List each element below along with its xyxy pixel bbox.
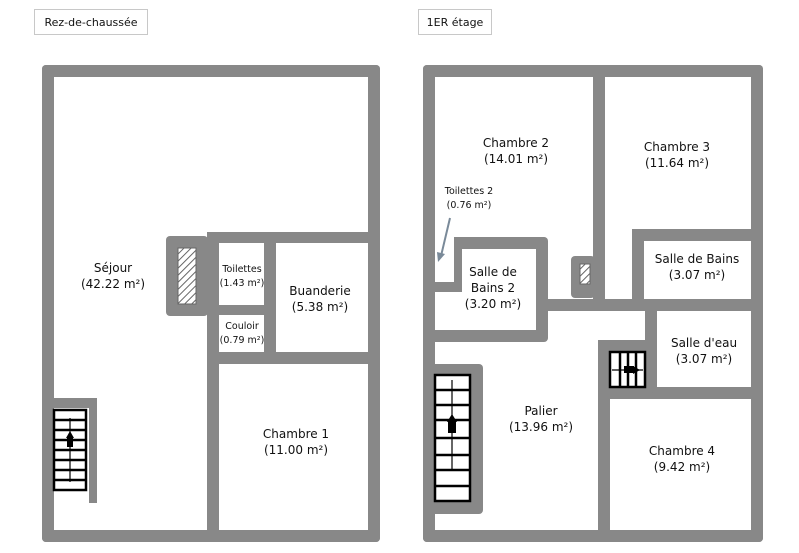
gf-wall-inner-top bbox=[207, 232, 373, 243]
room-palier-area: (13.96 m²) bbox=[509, 420, 573, 434]
room-chambre2-name: Chambre 2 bbox=[483, 136, 549, 150]
room-chambre3-name: Chambre 3 bbox=[644, 140, 710, 154]
room-sdb2-name: Salle de bbox=[469, 265, 517, 279]
room-sejour-name: Séjour bbox=[94, 261, 132, 275]
toilettes2-arrow bbox=[437, 217, 451, 262]
ground-floor-title: Rez-de-chaussée bbox=[34, 9, 148, 35]
ff-wall-sdb2-right bbox=[536, 237, 548, 341]
gf-wall-couloir-bottom bbox=[207, 352, 373, 364]
ff-wall-ch3-bottom bbox=[632, 229, 760, 241]
gf-staircase bbox=[52, 408, 88, 492]
room-toilettes-name: Toilettes bbox=[221, 264, 261, 275]
room-couloir-area: (0.79 m²) bbox=[220, 335, 265, 346]
ff-duct-hatch bbox=[579, 263, 591, 285]
gf-wall-right bbox=[368, 65, 380, 542]
room-sdb-name: Salle de Bains bbox=[655, 252, 739, 266]
room-chambre1-area: (11.00 m²) bbox=[264, 443, 328, 457]
gf-stair-alcove-right bbox=[89, 398, 97, 503]
ff-wall-sdb2-top bbox=[458, 237, 547, 249]
ff-wall-sdb2-left bbox=[454, 237, 462, 287]
ff-wall-toilet2-bottom bbox=[423, 282, 462, 292]
room-sdb2-name-line2: Bains 2 bbox=[471, 281, 515, 295]
room-couloir-name: Couloir bbox=[225, 321, 259, 332]
room-toilettes-area: (1.43 m²) bbox=[220, 278, 265, 289]
room-sde-area: (3.07 m²) bbox=[676, 352, 732, 366]
ground-floor-plan bbox=[42, 65, 380, 542]
room-buanderie-area: (5.38 m²) bbox=[292, 300, 348, 314]
ff-wall-ch2-ch3 bbox=[593, 65, 605, 300]
gf-wall-toilet-right bbox=[264, 232, 276, 362]
first-floor-plan bbox=[423, 65, 763, 542]
room-chambre4-area: (9.42 m²) bbox=[654, 460, 710, 474]
gf-wall-left bbox=[42, 65, 54, 542]
gf-duct-hatch bbox=[177, 247, 197, 305]
ff-staircase-large bbox=[433, 373, 472, 503]
ff-wall-bottom bbox=[423, 530, 763, 542]
room-sde-name: Salle d'eau bbox=[671, 336, 737, 350]
room-sejour-area: (42.22 m²) bbox=[81, 277, 145, 291]
room-sdb2-area: (3.20 m²) bbox=[465, 297, 521, 311]
ff-wall-sdb2-bottom bbox=[423, 330, 548, 342]
gf-stair-alcove-top bbox=[42, 398, 97, 408]
ff-wall-sdb-left bbox=[632, 229, 644, 309]
first-floor-title: 1ER étage bbox=[418, 9, 492, 35]
room-chambre4-name: Chambre 4 bbox=[649, 444, 715, 458]
gf-wall-inner-left bbox=[207, 232, 219, 537]
room-chambre1-name: Chambre 1 bbox=[263, 427, 329, 441]
room-toilettes2-name: Toilettes 2 bbox=[444, 186, 493, 197]
ff-wall-right bbox=[751, 65, 763, 542]
room-chambre3-area: (11.64 m²) bbox=[645, 156, 709, 170]
room-chambre2-area: (14.01 m²) bbox=[484, 152, 548, 166]
gf-wall-top bbox=[42, 65, 380, 77]
ff-staircase-small bbox=[608, 350, 647, 389]
room-palier-name: Palier bbox=[524, 404, 557, 418]
room-sdb-area: (3.07 m²) bbox=[669, 268, 725, 282]
room-toilettes2-area: (0.76 m²) bbox=[447, 200, 492, 211]
gf-wall-toilet-bottom bbox=[207, 305, 271, 315]
room-buanderie-name: Buanderie bbox=[289, 284, 350, 298]
